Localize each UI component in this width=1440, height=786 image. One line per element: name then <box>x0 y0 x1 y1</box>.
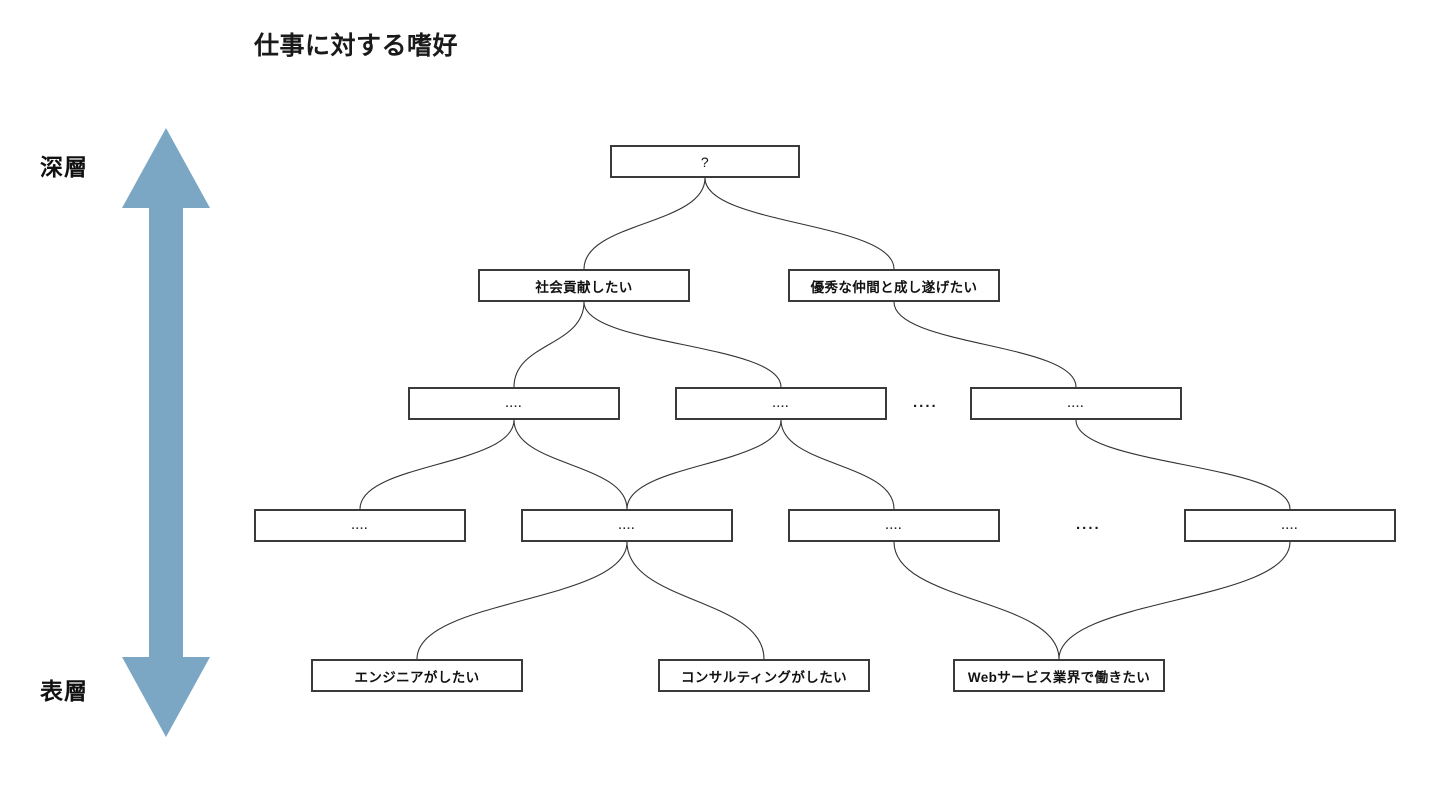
connector-root-to-l2a <box>583 177 706 270</box>
tree-node-l5b[interactable]: コンサルティングがしたい <box>658 659 870 692</box>
tree-node-l4c[interactable]: .... <box>788 509 1000 542</box>
connector-l4c-to-l5c <box>893 541 1060 660</box>
tree-node-l5a[interactable]: エンジニアがしたい <box>311 659 523 692</box>
connector-l3b-to-l4c <box>780 419 895 510</box>
connector-l3b-to-l4b <box>626 419 782 510</box>
connector-l2a-to-l3a <box>513 301 585 388</box>
connector-l3c-to-l4d <box>1075 419 1291 510</box>
tree-node-l4d[interactable]: .... <box>1184 509 1396 542</box>
tree-node-l5c[interactable]: Webサービス業界で働きたい <box>953 659 1165 692</box>
depth-axis: 深層 表層 <box>20 120 220 745</box>
tree-node-l4b[interactable]: .... <box>521 509 733 542</box>
connector-l4d-to-l5c <box>1058 541 1291 660</box>
connector-l2a-to-l3b <box>583 301 782 388</box>
tree-node-l4a[interactable]: .... <box>254 509 466 542</box>
ellipsis-gap-l4: .... <box>1076 516 1101 533</box>
connector-root-to-l2b <box>704 177 895 270</box>
connector-l4b-to-l5b <box>626 541 765 660</box>
double-headed-arrow-icon <box>122 128 210 737</box>
tree-node-l3c[interactable]: .... <box>970 387 1182 420</box>
axis-label-surface: 表層 <box>40 678 88 704</box>
axis-label-deep: 深層 <box>40 154 88 180</box>
tree-node-l3b[interactable]: .... <box>675 387 887 420</box>
connector-l3a-to-l4b <box>513 419 628 510</box>
connector-l2b-to-l3c <box>893 301 1077 388</box>
tree-node-l2b[interactable]: 優秀な仲間と成し遂げたい <box>788 269 1000 302</box>
tree-node-l3a[interactable]: .... <box>408 387 620 420</box>
ellipsis-gap-l3: .... <box>913 394 938 411</box>
tree-node-l2a[interactable]: 社会貢献したい <box>478 269 690 302</box>
page-title: 仕事に対する嗜好 <box>254 32 459 60</box>
tree-node-root[interactable]: ? <box>610 145 800 178</box>
connector-l3a-to-l4a <box>359 419 515 510</box>
connector-l4b-to-l5a <box>416 541 628 660</box>
